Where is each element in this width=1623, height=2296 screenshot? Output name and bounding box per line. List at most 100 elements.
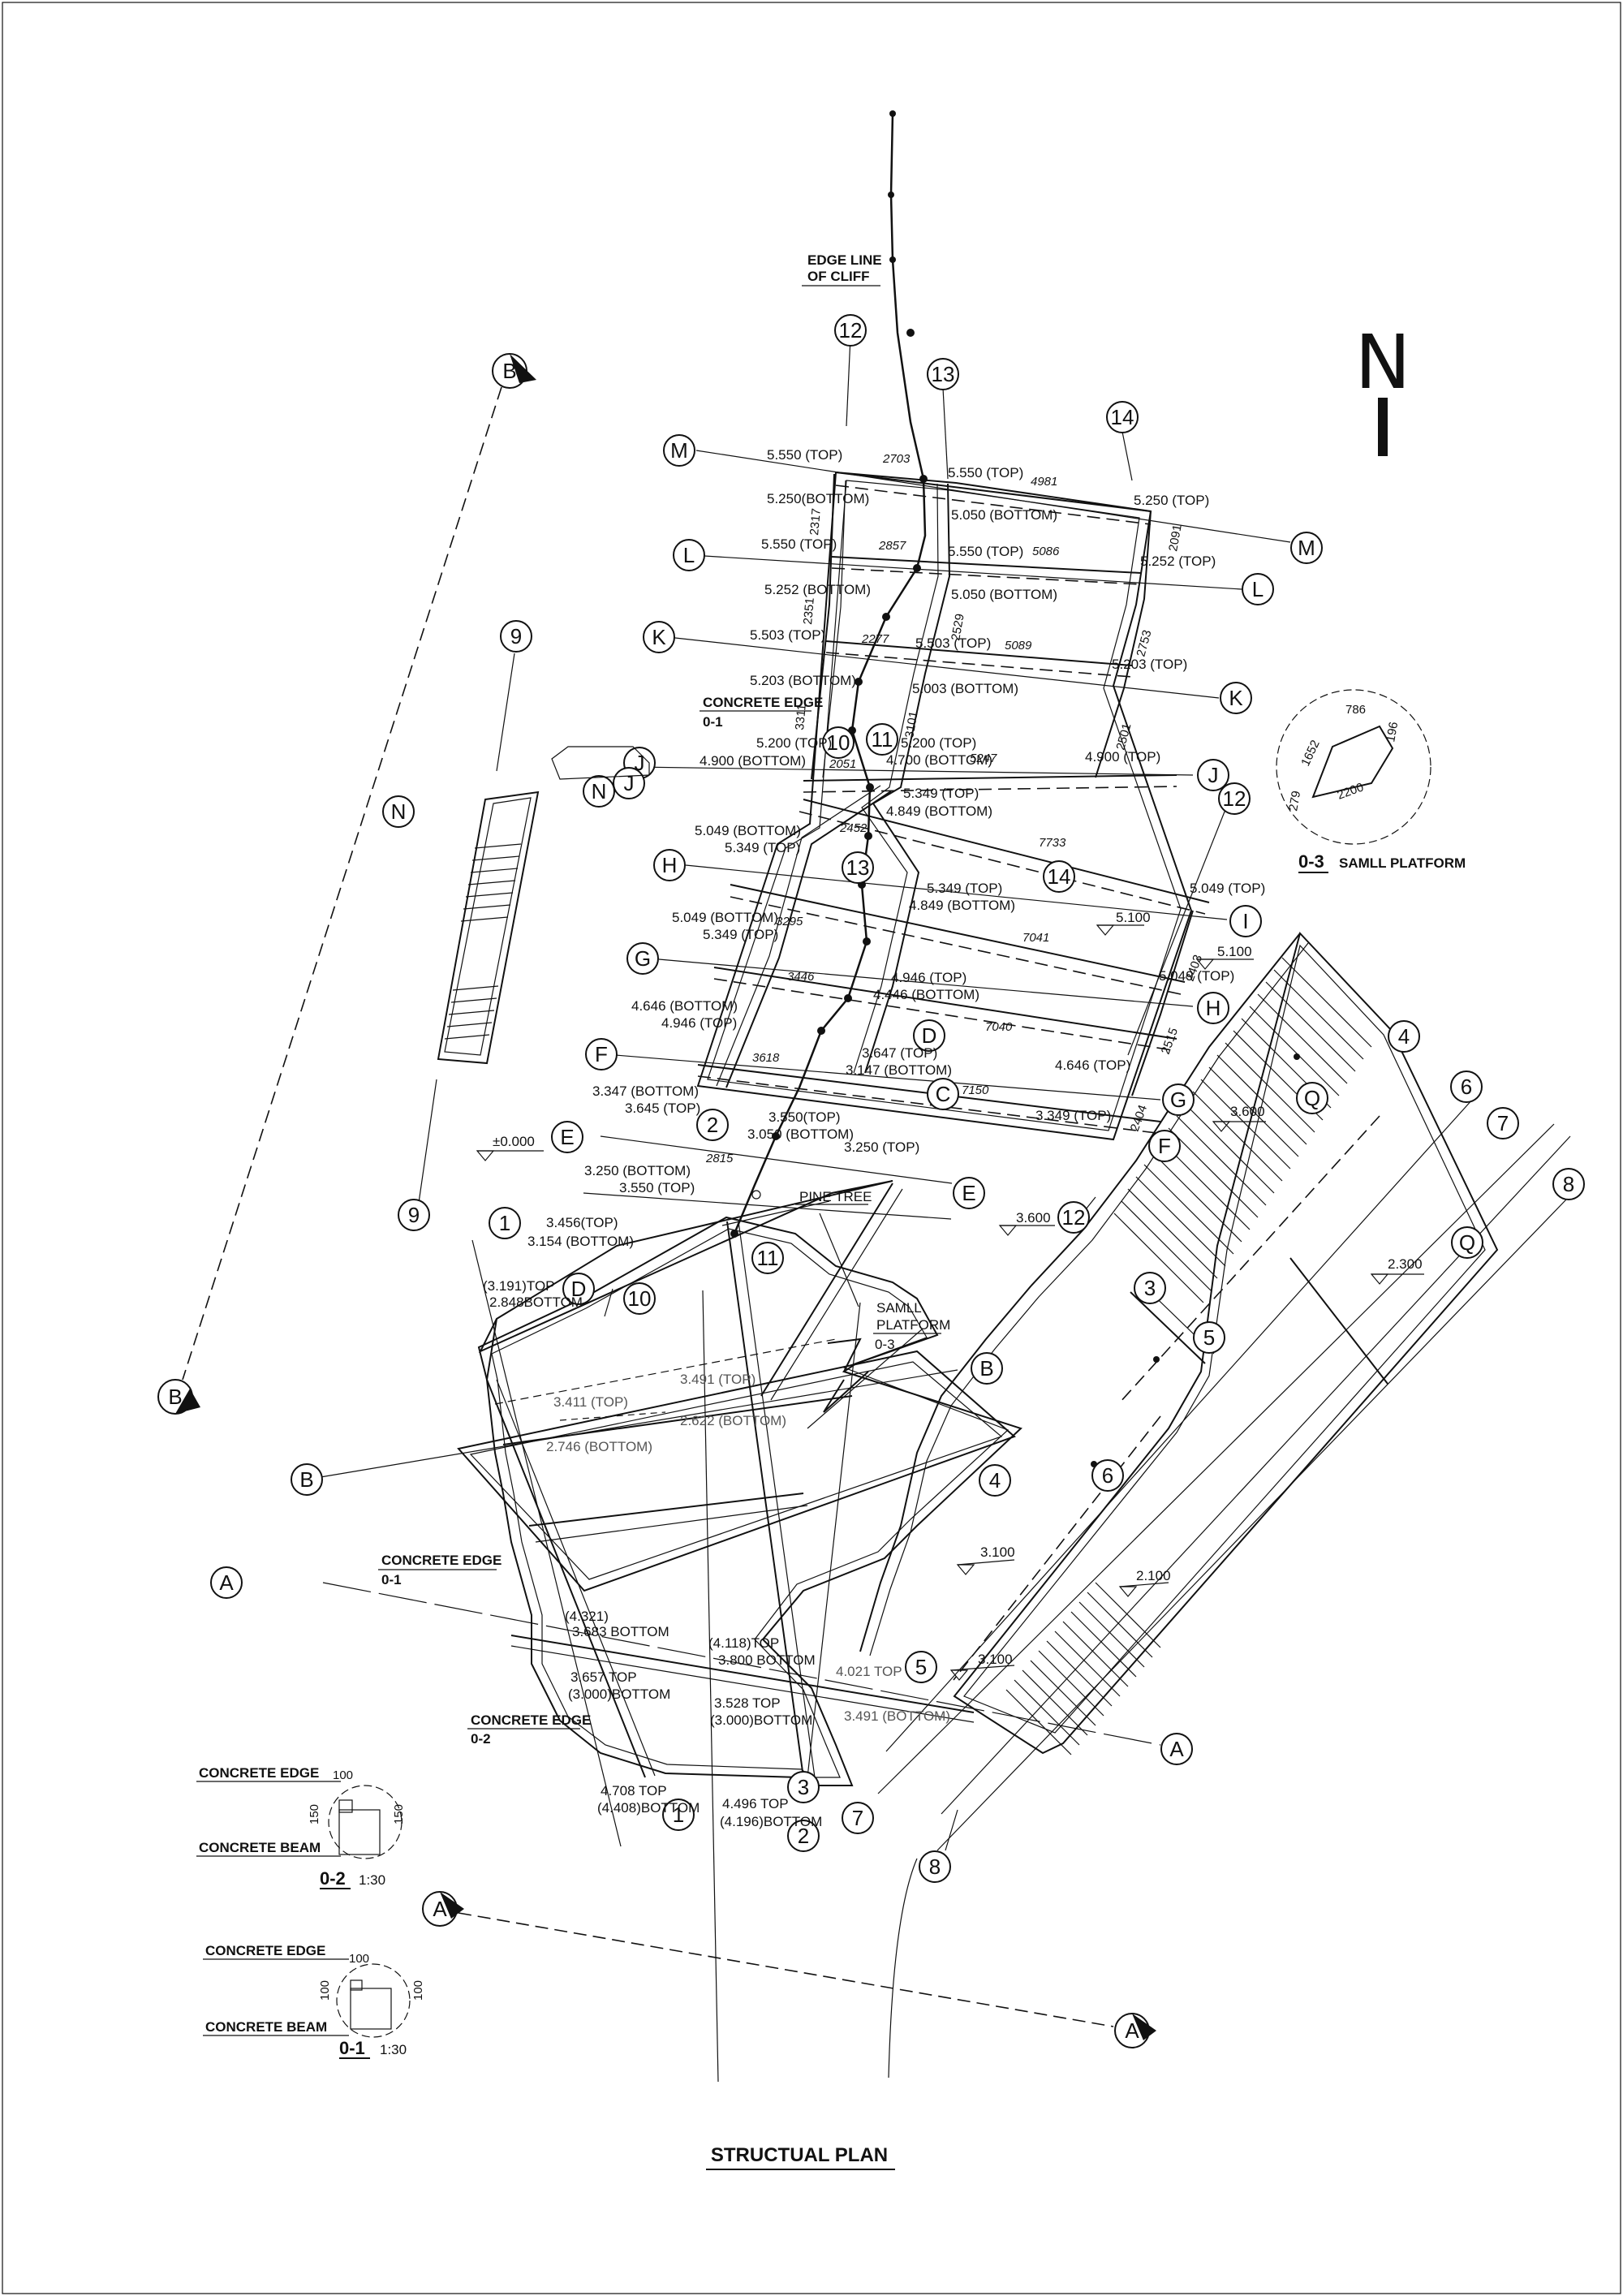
grid-bubble: D xyxy=(913,1019,945,1052)
dimension-text: 2703 xyxy=(882,452,911,466)
level-text: 4.900 (TOP) xyxy=(1085,749,1160,765)
level-text: (3.191)TOP xyxy=(483,1278,555,1294)
north-letter: N xyxy=(1355,319,1411,406)
grid-label: 6 xyxy=(1102,1463,1113,1488)
section-b-top-label: B xyxy=(502,359,516,383)
level-text: 4.496 TOP xyxy=(722,1796,789,1811)
grid-bubble: M xyxy=(663,434,695,467)
section-cut-a: A A xyxy=(422,1891,1156,2048)
concrete-edge-note: CONCRETE EDGE xyxy=(703,695,823,710)
grid-label: 4 xyxy=(1398,1024,1410,1049)
grid-bubble: 9 xyxy=(398,1199,430,1231)
grid-label: M xyxy=(670,438,688,463)
level-text: 3.491 (TOP) xyxy=(680,1372,756,1387)
spot-level-marker: 3.600 xyxy=(998,1210,1055,1236)
grid-label: H xyxy=(662,853,678,877)
grid-label: A xyxy=(219,1570,234,1595)
spot-level-marker: 2.100 xyxy=(1118,1568,1171,1597)
grid-label: L xyxy=(1252,577,1264,601)
grid-label: 12 xyxy=(1223,786,1246,811)
level-text: 2.622 (BOTTOM) xyxy=(680,1413,786,1428)
grid-label: 2 xyxy=(707,1113,718,1137)
detail-id: 0-3 xyxy=(1298,851,1324,872)
small-platform-note: SAMLL xyxy=(876,1300,922,1316)
grid-label: 8 xyxy=(1563,1172,1574,1196)
detail-scale: 1:30 xyxy=(359,1872,385,1888)
grid-label: J xyxy=(624,771,635,795)
detail-dim: 100 xyxy=(411,1980,425,2001)
dimension-text: 2815 xyxy=(705,1152,734,1165)
spot-level-text: 2.300 xyxy=(1388,1256,1423,1272)
grid-bubble: J xyxy=(1197,759,1229,791)
dimension-text: 5086 xyxy=(1032,545,1060,558)
grid-bubble: 14 xyxy=(1043,860,1075,893)
grid-bubble: 2 xyxy=(696,1109,729,1141)
dimension-text: 5089 xyxy=(1005,639,1032,653)
grid-label: 14 xyxy=(1048,864,1071,889)
detail-dim: 2200 xyxy=(1336,780,1366,802)
spot-level-text: 3.600 xyxy=(1230,1104,1265,1119)
section-cut-b: B B xyxy=(157,353,536,1415)
spot-level-text: 3.600 xyxy=(1016,1210,1051,1226)
level-text: (3.000)BOTTOM xyxy=(568,1686,670,1702)
grid-label: L xyxy=(683,543,695,567)
level-text: 4.646 (TOP) xyxy=(1055,1058,1130,1073)
level-text: 5.349 (TOP) xyxy=(903,786,979,801)
grid-label: M xyxy=(1298,536,1315,560)
grid-bubble: F xyxy=(1148,1130,1181,1162)
spot-level-marker: ±0.000 xyxy=(476,1134,544,1161)
grid-bubble: 4 xyxy=(979,1464,1011,1497)
dimension-text: 2317 xyxy=(807,508,824,536)
grid-bubble: A xyxy=(1160,1733,1193,1765)
dimension-text: 2515 xyxy=(1159,1026,1181,1056)
grid-bubble: 12 xyxy=(834,314,867,347)
detail-0-1: CONCRETE EDGE CONCRETE BEAM 100 100 100 … xyxy=(203,1943,425,2059)
grid-label: 6 xyxy=(1461,1075,1472,1099)
dimension-text: 2857 xyxy=(878,539,906,553)
grid-label: G xyxy=(1170,1088,1186,1112)
detail-beam-label: CONCRETE BEAM xyxy=(199,1840,321,1855)
grid-bubble: 1 xyxy=(662,1798,695,1831)
grid-bubble: 5 xyxy=(905,1651,937,1683)
grid-label: A xyxy=(1169,1737,1184,1761)
grid-bubble: 4 xyxy=(1388,1020,1420,1053)
level-text: 4.946 (TOP) xyxy=(661,1015,737,1031)
grid-bubble: N xyxy=(382,795,415,828)
grid-bubble: 1 xyxy=(489,1207,521,1239)
level-text: 4.849 (BOTTOM) xyxy=(909,898,1015,913)
grid-label: N xyxy=(391,799,407,824)
detail-dim: 150 xyxy=(308,1804,321,1824)
grid-bubble: 2 xyxy=(787,1820,820,1852)
grid-bubble: 3 xyxy=(1134,1272,1166,1304)
level-text: 3.528 TOP xyxy=(714,1695,781,1711)
grid-label: 11 xyxy=(872,727,893,752)
spot-level-marker: 3.600 xyxy=(1212,1104,1266,1132)
grid-bubble: 7 xyxy=(1487,1107,1519,1139)
grid-bubble: 9 xyxy=(500,620,532,653)
dimension-text: 5247 xyxy=(970,752,997,765)
grid-label: 10 xyxy=(628,1286,652,1311)
detail-0-2: CONCRETE EDGE CONCRETE BEAM 100 150 150 … xyxy=(196,1765,406,1889)
grid-label: F xyxy=(595,1042,608,1066)
grid-bubble: B xyxy=(291,1463,323,1496)
detail-dim: 786 xyxy=(1345,703,1366,717)
section-a-left-label: A xyxy=(433,1897,447,1921)
concrete-edge-note-id: 0-2 xyxy=(471,1731,491,1747)
dimension-text: 7040 xyxy=(985,1020,1013,1034)
level-text: 5.050 (BOTTOM) xyxy=(951,507,1057,523)
grid-label: I xyxy=(1242,909,1248,933)
grid-bubble: D xyxy=(562,1273,595,1305)
grid-label: 8 xyxy=(929,1854,941,1879)
detail-dim: 100 xyxy=(333,1768,353,1782)
dimension-text: 2277 xyxy=(861,632,889,646)
grid-label: 12 xyxy=(839,318,863,342)
spot-level-marker: 2.300 xyxy=(1370,1256,1424,1285)
level-text: 3.147 (BOTTOM) xyxy=(846,1062,952,1078)
grid-label: 13 xyxy=(932,362,955,386)
level-text: 5.550 (TOP) xyxy=(761,536,837,552)
level-text: 5.250 (TOP) xyxy=(1134,493,1209,508)
grid-bubble: 14 xyxy=(1106,401,1139,433)
north-arrow: N xyxy=(1355,319,1411,456)
grid-label: 11 xyxy=(757,1246,779,1270)
level-text: 4.849 (BOTTOM) xyxy=(886,803,992,819)
